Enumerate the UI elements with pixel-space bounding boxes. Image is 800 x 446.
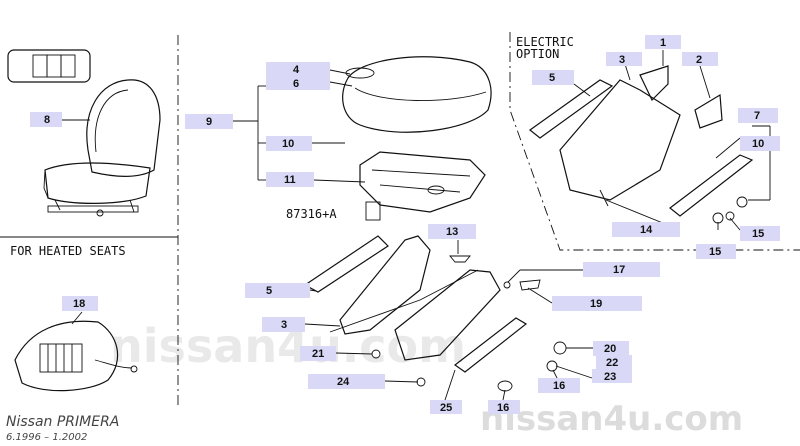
divider-electric	[509, 32, 800, 251]
seat-track-electric-drawing	[529, 65, 754, 224]
svg-text:3: 3	[281, 319, 287, 331]
callout-15b[interactable]: 16	[538, 378, 580, 393]
seat-pan-drawing	[359, 151, 486, 221]
svg-text:3: 3	[619, 54, 625, 66]
callout-10a[interactable]: 10	[266, 136, 312, 151]
svg-text:4: 4	[293, 64, 300, 76]
svg-text:1: 1	[660, 37, 666, 49]
footer-model: Nissan PRIMERA	[6, 414, 119, 430]
svg-text:9: 9	[206, 116, 212, 128]
svg-text:10: 10	[282, 138, 294, 150]
callout-4[interactable]: 4	[266, 62, 330, 76]
svg-text:19: 19	[590, 298, 602, 310]
callout-2[interactable]: 2	[682, 52, 718, 66]
heated-seats-label: FOR HEATED SEATS	[10, 244, 126, 258]
svg-text:6: 6	[293, 78, 299, 90]
svg-text:7: 7	[754, 110, 760, 122]
option-label: OPTION	[516, 47, 559, 61]
svg-text:25: 25	[440, 402, 452, 414]
svg-text:8: 8	[44, 114, 50, 126]
svg-text:16: 16	[553, 380, 565, 392]
callout-24[interactable]: 24	[308, 374, 385, 389]
callout-5a[interactable]: 5	[532, 70, 574, 85]
callout-3b[interactable]: 3	[262, 317, 305, 332]
callout-25[interactable]: 25	[430, 400, 462, 414]
svg-text:15: 15	[752, 228, 764, 240]
svg-text:24: 24	[337, 376, 350, 388]
svg-text:21: 21	[312, 348, 324, 360]
callout-19[interactable]: 19	[552, 296, 642, 311]
callout-22[interactable]: 22	[596, 355, 632, 369]
callout-17[interactable]: 17	[583, 262, 660, 277]
callout-7[interactable]: 7	[738, 108, 778, 123]
svg-text:20: 20	[604, 343, 616, 355]
callout-1[interactable]: 1	[645, 35, 681, 49]
callout-13[interactable]: 13	[428, 224, 476, 239]
svg-text:13: 13	[446, 226, 458, 238]
callout-boxes: 8 9 4 6 10 11 5 3 21 24 25 16 13 17 19 2…	[30, 35, 780, 414]
svg-text:5: 5	[266, 285, 272, 297]
svg-text:23: 23	[604, 371, 616, 383]
callout-15a[interactable]: 15	[740, 226, 780, 241]
heated-seat-switch-icon	[7, 49, 91, 83]
svg-text:15: 15	[709, 246, 721, 258]
svg-text:11: 11	[284, 174, 296, 186]
callout-18[interactable]: 18	[62, 296, 98, 311]
svg-text:10: 10	[752, 138, 764, 150]
svg-text:22: 22	[606, 357, 618, 369]
complete-seat-drawing	[43, 79, 161, 217]
callout-14[interactable]: 14	[612, 222, 680, 237]
svg-text:16: 16	[497, 402, 509, 414]
svg-text:2: 2	[696, 54, 702, 66]
callout-6[interactable]: 6	[266, 76, 330, 90]
callout-8[interactable]: 8	[30, 112, 62, 127]
leader-lines	[62, 50, 771, 401]
electric-label: ELECTRIC	[516, 35, 574, 49]
svg-text:17: 17	[613, 264, 625, 276]
callout-23[interactable]: 23	[592, 369, 632, 383]
callout-10b[interactable]: 10	[740, 136, 780, 151]
callout-16b[interactable]: 16	[488, 400, 520, 414]
footer-dates: 6.1996 – 1.2002	[6, 432, 87, 443]
callout-5b[interactable]: 5	[245, 283, 310, 298]
watermark-corner: nissan4u.com	[480, 399, 743, 439]
callout-11[interactable]: 11	[266, 172, 314, 187]
heated-seat-element-drawing	[14, 320, 138, 392]
callout-21[interactable]: 21	[300, 346, 336, 361]
callout-16a[interactable]: 15	[696, 244, 736, 259]
callout-20[interactable]: 20	[593, 341, 629, 356]
callout-3a[interactable]: 3	[606, 52, 642, 66]
svg-text:18: 18	[73, 298, 85, 310]
svg-text:14: 14	[640, 224, 653, 236]
part-code-label: 87316+A	[286, 207, 337, 221]
svg-text:5: 5	[549, 72, 555, 84]
callout-9[interactable]: 9	[185, 114, 233, 129]
seat-cushion-drawing	[342, 56, 492, 133]
